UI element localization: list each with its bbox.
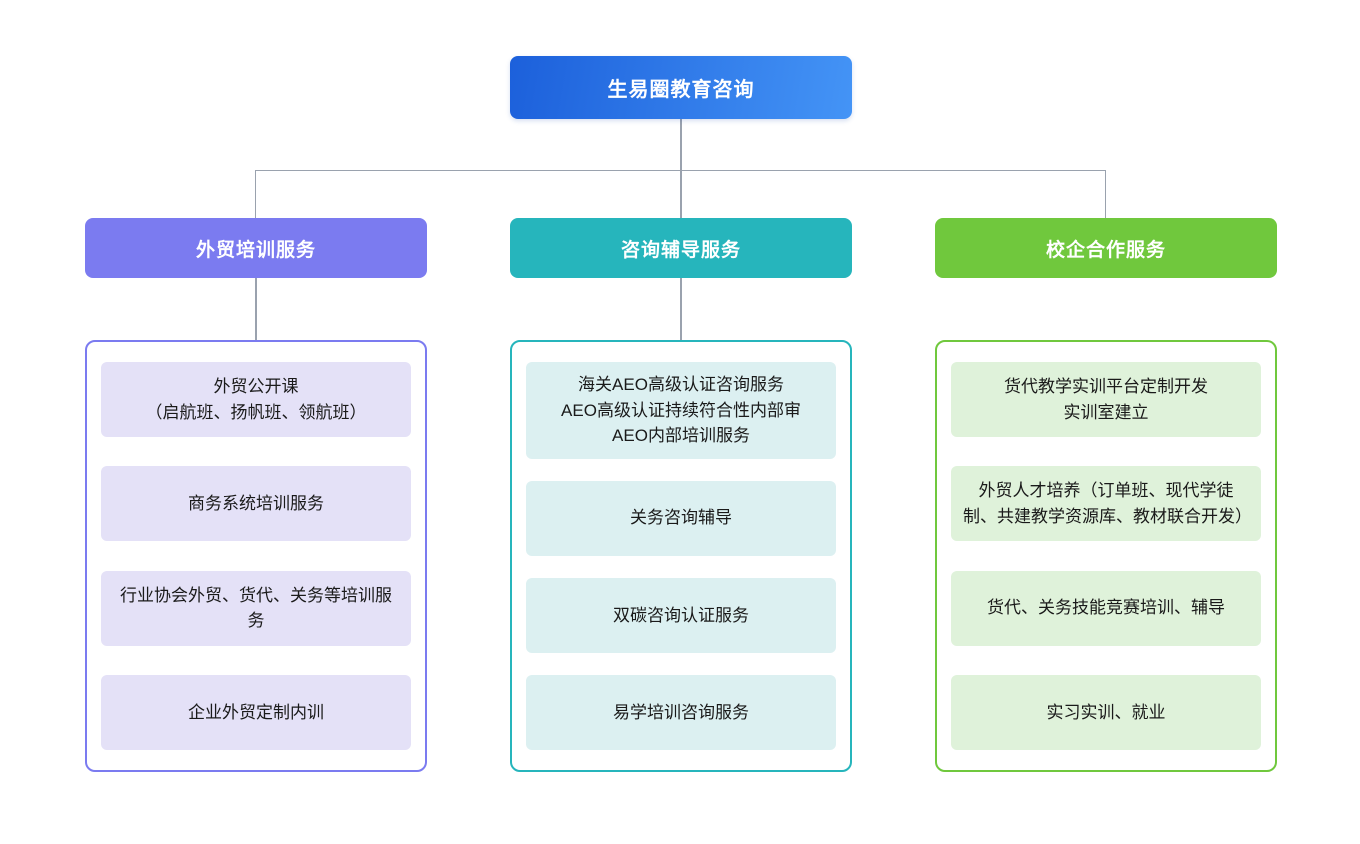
branch-1-item-3[interactable]: 行业协会外贸、货代、关务等培训服务 — [101, 570, 411, 646]
branch-2-item-1[interactable]: 海关AEO高级认证咨询服务 AEO高级认证持续符合性内部审 AEO内部培训服务 — [526, 362, 836, 459]
branch-1-item-1[interactable]: 外贸公开课 （启航班、扬帆班、领航班） — [101, 362, 411, 437]
branch-2-item-2[interactable]: 关务咨询辅导 — [526, 480, 836, 556]
connector-root-stem — [680, 119, 682, 170]
branch-1-item-2[interactable]: 商务系统培训服务 — [101, 466, 411, 542]
branch-3-item-1[interactable]: 货代教学实训平台定制开发 实训室建立 — [951, 362, 1261, 437]
branch-1-header-label: 外贸培训服务 — [195, 239, 316, 261]
branch-1-item-4[interactable]: 企业外贸定制内训 — [101, 674, 411, 750]
branch-3-item-2[interactable]: 外贸人才培养（订单班、现代学徒制、共建教学资源库、教材联合开发） — [951, 466, 1261, 542]
branch-1-header-foreign-trade-training[interactable]: 外贸培训服务 — [85, 218, 427, 278]
connector-drop-branch-1 — [254, 170, 256, 218]
branch-2-box: 海关AEO高级认证咨询服务 AEO高级认证持续符合性内部审 AEO内部培训服务 … — [510, 340, 852, 772]
root-node-label: 生易圈教育咨询 — [607, 79, 755, 101]
connector-header-to-box-branch-1 — [255, 278, 257, 340]
branch-3-header-label: 校企合作服务 — [1045, 239, 1166, 261]
branch-2-item-3[interactable]: 双碳咨询认证服务 — [526, 577, 836, 653]
connector-header-to-box-branch-2 — [680, 278, 682, 340]
connector-drop-branch-2 — [680, 170, 682, 218]
root-node[interactable]: 生易圈教育咨询 — [510, 56, 852, 119]
branch-2-header-label: 咨询辅导服务 — [620, 239, 741, 261]
branch-2-header-consulting-coaching[interactable]: 咨询辅导服务 — [510, 218, 852, 278]
branch-1-box: 外贸公开课 （启航班、扬帆班、领航班） 商务系统培训服务 行业协会外贸、货代、关… — [85, 340, 427, 772]
connector-drop-branch-3 — [1104, 170, 1107, 218]
branch-3-box: 货代教学实训平台定制开发 实训室建立 外贸人才培养（订单班、现代学徒制、共建教学… — [935, 340, 1277, 772]
branch-3-header-school-enterprise-cooperation[interactable]: 校企合作服务 — [935, 218, 1277, 278]
branch-3-item-3[interactable]: 货代、关务技能竞赛培训、辅导 — [951, 570, 1261, 646]
branch-2-item-4[interactable]: 易学培训咨询服务 — [526, 674, 836, 750]
branch-3-item-4[interactable]: 实习实训、就业 — [951, 674, 1261, 750]
